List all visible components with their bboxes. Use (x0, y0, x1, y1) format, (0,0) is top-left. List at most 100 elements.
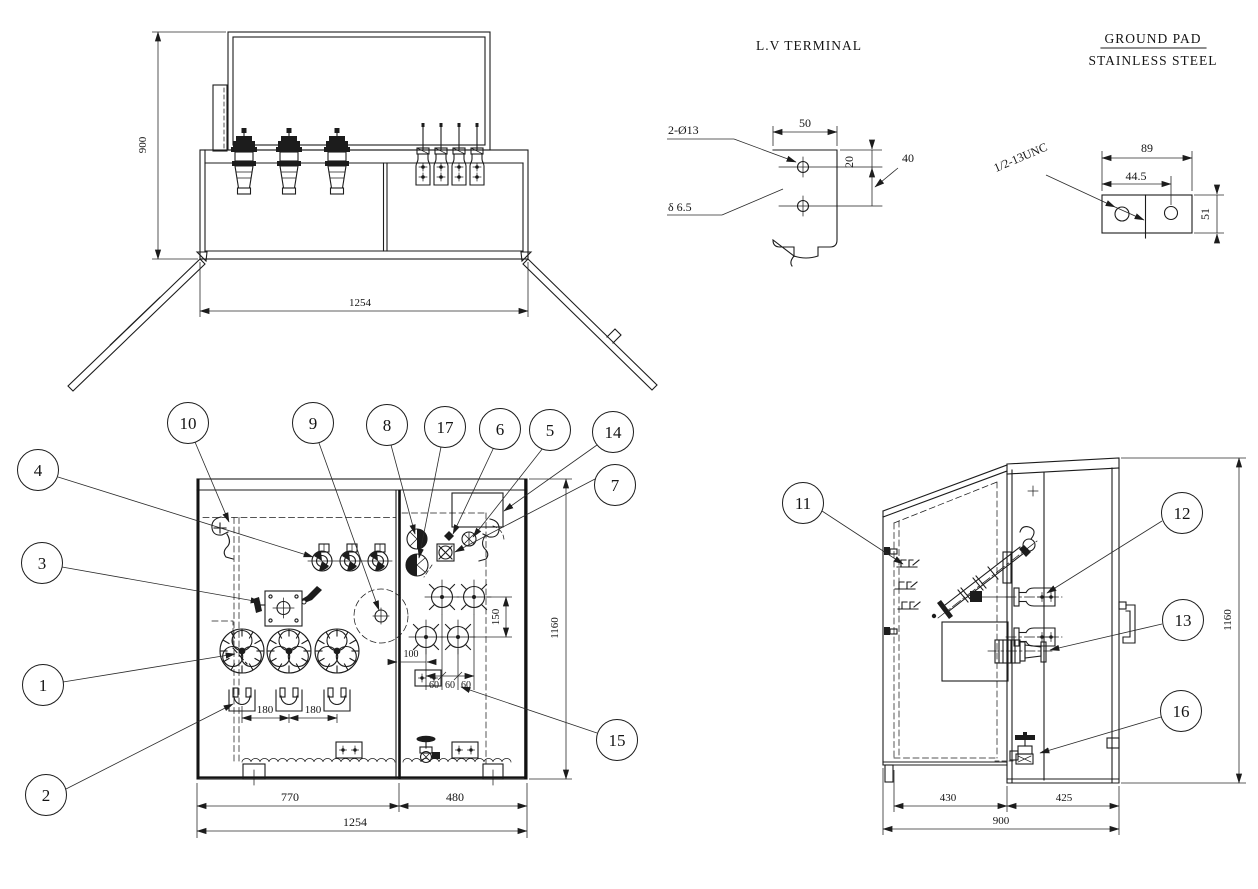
callout-6: 6 (452, 408, 521, 535)
svg-text:1: 1 (39, 676, 48, 695)
ground-pad-height-dim: 51 (1194, 184, 1224, 244)
phase-pitch-b-label: 180 (305, 704, 322, 716)
front-height-label: 900 (137, 136, 149, 153)
lv-pitch-c-label: 60 (461, 680, 471, 691)
lv-terminal-width-dim: 50 (772, 116, 838, 146)
hv-compartment-width-label: 770 (281, 790, 299, 804)
side-tap-motor (987, 639, 1053, 664)
plan-hinge-left (211, 516, 234, 560)
side-lv-box (941, 621, 1009, 682)
ground-pad-pitch-label: 44.5 (1126, 169, 1147, 183)
lv-bushing-front-row (415, 122, 485, 186)
callout-5: 5 (472, 409, 571, 538)
plan-height-dim: 1160 (529, 478, 572, 780)
ground-pad-material: STAINLESS STEEL (1088, 53, 1217, 68)
svg-text:12: 12 (1174, 504, 1191, 523)
front-door-right-open (520, 251, 658, 391)
plan-nameplate (451, 492, 504, 528)
ground-pad-width-dim: 89 (1101, 141, 1193, 191)
plan-hinge-right (478, 518, 505, 562)
side-overall-depth-label: 900 (993, 815, 1010, 827)
phase-pitch-a-label: 180 (257, 704, 274, 716)
lv-terminal-thickness-label: δ 6.5 (668, 200, 692, 214)
plan-cabinet-outline (196, 478, 528, 780)
svg-text:16: 16 (1173, 702, 1190, 721)
callout-1: 1 (22, 652, 236, 706)
front-height-dim: 900 (137, 31, 226, 260)
plan-lv-offset-dim: 100 (387, 649, 437, 668)
svg-text:4: 4 (34, 461, 43, 480)
callout-17: 17 (417, 406, 466, 559)
lv-depth-label: 425 (1056, 792, 1073, 804)
plan-overall-height-label: 1160 (549, 617, 561, 639)
lv-terminal-hole-callout: 2-Ø13 (667, 123, 797, 163)
callout-4: 4 (17, 449, 314, 558)
side-bottom-dims: 430 425 900 (882, 768, 1120, 835)
callout-14: 14 (503, 411, 634, 512)
side-open-door (882, 464, 1008, 783)
plan-view: 180 180 150 100 60 60 60 (196, 478, 572, 838)
plan-handhole-dashed-circle (353, 588, 409, 644)
callout-2: 2 (25, 703, 234, 816)
lv-pitch-b-label: 60 (445, 680, 455, 691)
lv-terminal-edge-hole-label: 20 (842, 156, 856, 168)
side-door-handle (1118, 601, 1136, 644)
svg-text:9: 9 (309, 414, 318, 433)
svg-text:5: 5 (546, 421, 555, 440)
svg-text:15: 15 (609, 731, 626, 750)
side-lv-terminals (1005, 587, 1063, 647)
side-view: 430 425 900 1160 (882, 457, 1246, 835)
lv-row-pitch-label: 150 (490, 608, 502, 625)
lv-terminal-holes-label: 2-Ø13 (668, 123, 699, 137)
ground-pad-width-label: 89 (1141, 141, 1153, 155)
plan-overall-width-label: 1254 (343, 815, 367, 829)
ground-pad-height-label: 51 (1198, 208, 1212, 220)
callout-10: 10 (167, 402, 230, 523)
svg-text:11: 11 (795, 494, 811, 513)
plan-bottom-dims: 770 480 1254 (196, 783, 528, 838)
plan-cable-clamps (228, 687, 351, 712)
side-cabinet-body (1006, 457, 1120, 784)
front-cabinet-body (199, 149, 529, 260)
side-overall-height-label: 1160 (1222, 609, 1234, 631)
svg-text:6: 6 (496, 420, 505, 439)
lv-terminal-thickness-callout: δ 6.5 (667, 188, 784, 216)
front-width-label: 1254 (349, 297, 372, 309)
callout-15: 15 (460, 686, 638, 761)
callout-8: 8 (366, 404, 416, 535)
side-height-dim: 1160 (1121, 457, 1246, 784)
callout-13: 13 (1049, 599, 1204, 651)
ground-pad-title: GROUND PAD (1105, 31, 1202, 46)
plan-phase-pitch-dims: 180 180 (241, 704, 338, 723)
svg-text:7: 7 (611, 476, 620, 495)
lv-terminal-width-label: 50 (799, 116, 811, 130)
ground-pad-detail: GROUND PAD STAINLESS STEEL 89 44.5 51 1/… (992, 31, 1224, 244)
lv-compartment-width-label: 480 (446, 790, 464, 804)
plan-hv-bushing-wells (219, 628, 360, 674)
callout-balloons: 4 3 1 2 10 9 8 17 6 5 14 7 (17, 402, 1204, 816)
plan-lv-bushings (408, 579, 492, 655)
ground-pad-thread-label: 1/2-13UNC (992, 140, 1050, 175)
front-door-left-open (67, 251, 208, 392)
side-hv-bushing-assembly (931, 526, 1038, 619)
callout-7: 7 (454, 464, 636, 553)
plan-switch-row (307, 543, 393, 572)
lv-terminal-detail: L.V TERMINAL 50 20 40 2-Ø13 δ 6.5 (667, 38, 914, 267)
ground-pad-thread-callout: 1/2-13UNC (992, 140, 1145, 221)
lv-terminal-plate (772, 149, 883, 267)
callout-11: 11 (782, 482, 904, 565)
svg-text:3: 3 (38, 554, 47, 573)
plan-tap-changer (253, 586, 322, 627)
svg-text:14: 14 (605, 423, 623, 442)
lv-terminal-pitch-label: 40 (902, 151, 914, 165)
hv-bushing-front-row (230, 127, 351, 195)
plan-lv-row-pitch-dim: 150 (470, 596, 512, 638)
front-lid-open (227, 31, 491, 151)
callout-16: 16 (1039, 690, 1202, 754)
front-width-dim: 1254 (199, 262, 529, 317)
lv-terminal-title: L.V TERMINAL (756, 38, 862, 53)
svg-text:13: 13 (1175, 611, 1192, 630)
svg-text:2: 2 (42, 786, 51, 805)
